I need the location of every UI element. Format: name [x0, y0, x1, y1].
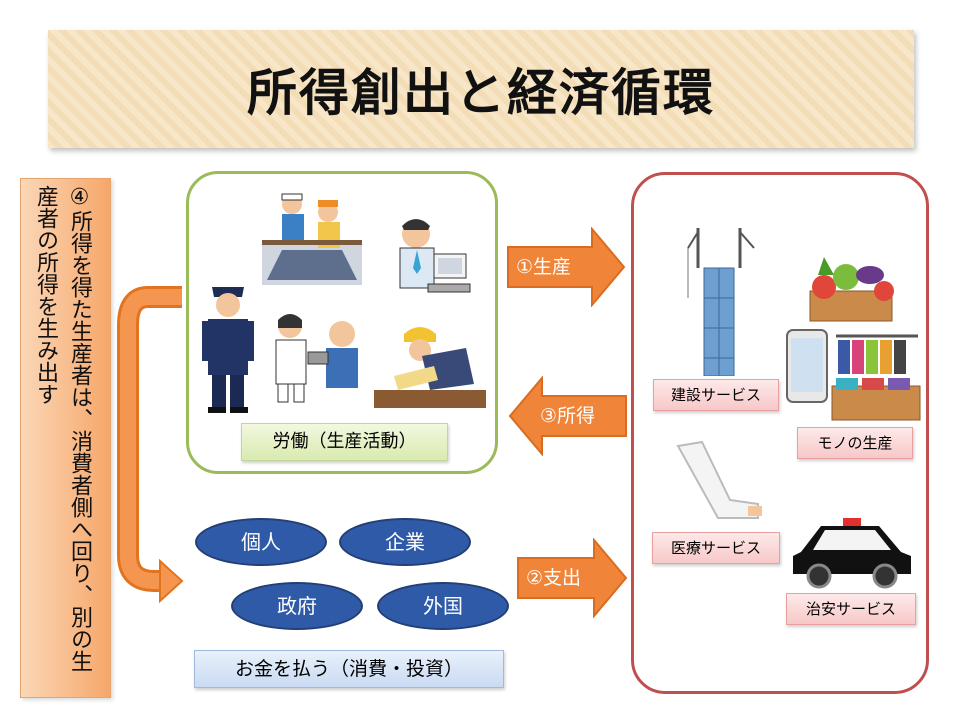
security-service-label: 治安サービス [786, 593, 916, 625]
income-label: ③所得 [540, 405, 596, 427]
skyscraper-crane-icon [687, 228, 755, 376]
page-title: 所得創出と経済循環 [247, 64, 715, 122]
cast-leg-icon [676, 440, 762, 519]
construction-service-label: 建設サービス [653, 379, 779, 411]
production-label: ①生産 [516, 256, 572, 278]
actor-individual: 個人 [195, 518, 327, 566]
police-car-icon [793, 518, 911, 589]
goods-production-label: モノの生産 [797, 427, 913, 459]
actor-foreign: 外国 [377, 582, 509, 630]
spending-label: ②支出 [526, 567, 582, 589]
title-banner: 所得創出と経済循環 [48, 30, 914, 148]
side-note-text: ④所得を得た生産者は、消費者側へ回り、別の生産者の所得を生み出す [33, 185, 92, 672]
vegetables-icon [809, 257, 894, 322]
return-arrow [117, 286, 184, 604]
factory-worker-icon [374, 327, 486, 408]
actor-government: 政府 [231, 582, 363, 630]
smartphone-icon [786, 329, 828, 403]
labor-label: 労働（生産活動） [241, 423, 448, 461]
clothing-rack-icon [831, 334, 921, 421]
nurse-patient-icon [275, 314, 358, 403]
spending-arrow [517, 538, 628, 618]
payment-label: お金を払う（消費・投資） [194, 650, 504, 688]
actor-company: 企業 [339, 518, 471, 566]
income-arrow [508, 376, 627, 456]
fishermen-icon [262, 193, 362, 285]
police-officer-icon [202, 287, 254, 413]
office-worker-icon [399, 219, 471, 293]
side-note-box: ④所得を得た生産者は、消費者側へ回り、別の生産者の所得を生み出す [20, 178, 111, 698]
medical-service-label: 医療サービス [652, 532, 780, 564]
production-arrow [507, 227, 626, 307]
